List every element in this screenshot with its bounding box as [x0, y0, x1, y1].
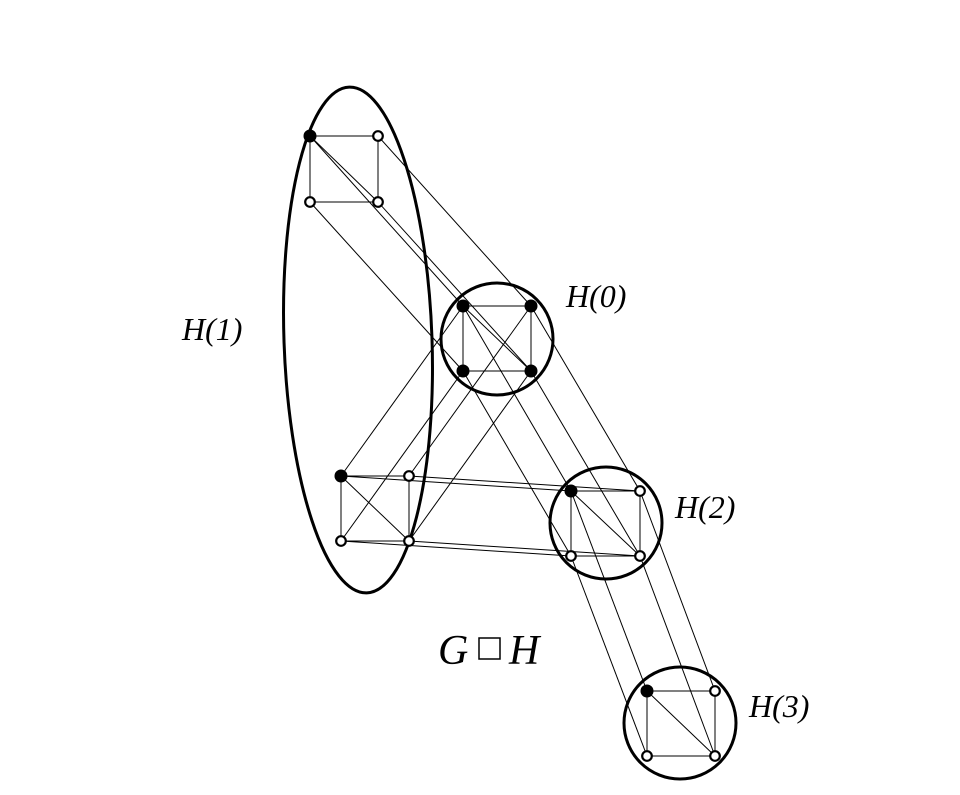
product-edge-h0-h2-2	[462, 370, 572, 557]
h1a-vertex-3-open	[372, 196, 384, 208]
h0-vertex-1-filled	[524, 299, 538, 313]
box-product-icon	[478, 637, 501, 660]
product-edge-h1b-h0-3	[408, 370, 532, 542]
product-label-right: H	[508, 628, 542, 674]
h2-label: H(2)	[674, 489, 735, 525]
h0-label: H(0)	[565, 278, 626, 314]
h1b-vertex-0-filled	[334, 469, 348, 483]
h1a-vertex-2-open	[304, 196, 316, 208]
h3-label: H(3)	[748, 688, 809, 724]
product-edge-h2-h3-3	[639, 555, 716, 757]
product-edge-h0-h2-1	[530, 305, 641, 492]
h3-vertex-2-open	[641, 750, 653, 762]
h3-vertex-1-open	[709, 685, 721, 697]
h1b-vertex-1-open	[403, 470, 415, 482]
h2-vertex-0-filled	[564, 484, 578, 498]
product-edge-h1b-h2-1	[408, 475, 641, 492]
h3-vertex-3-open	[709, 750, 721, 762]
h0-vertex-2-filled	[456, 364, 470, 378]
product-edge-h1a-h0-0	[309, 135, 464, 307]
product-edge-h2-h3-0	[570, 490, 648, 692]
h1b-vertex-2-open	[335, 535, 347, 547]
h2-edge-diagonal	[570, 490, 641, 557]
h2-circle	[548, 465, 664, 581]
product-edge-h1b-h2-2	[340, 540, 572, 557]
h3-edge-diagonal	[646, 690, 716, 757]
h0-circle	[439, 281, 555, 397]
product-edge-h2-h3-1	[639, 490, 716, 692]
product-label-left: G	[438, 628, 468, 674]
group-outlines	[282, 85, 738, 781]
product-edge-h1b-h0-1	[408, 305, 532, 477]
h2-vertex-1-open	[634, 485, 646, 497]
product-edge-h2-h3-2	[570, 555, 648, 757]
h1a-edge-diagonal	[309, 135, 379, 203]
h2-vertex-3-open	[634, 550, 646, 562]
product-edge-h1b-h0-0	[340, 305, 464, 477]
graph-vertices	[303, 129, 721, 762]
h1a-vertex-1-open	[372, 130, 384, 142]
h1b-edge-diagonal	[340, 475, 410, 542]
h1b-vertex-3-open	[403, 535, 415, 547]
product-edge-h1a-h0-3	[377, 201, 532, 372]
h1-ellipse	[282, 85, 434, 595]
product-edge-h1a-h0-2	[309, 201, 464, 372]
h1a-vertex-0-filled	[303, 129, 317, 143]
product-label: G H	[438, 628, 542, 674]
product-edge-h0-h2-0	[462, 305, 572, 492]
h2-vertex-2-open	[565, 550, 577, 562]
h0-vertex-0-filled	[456, 299, 470, 313]
h0-edge-diagonal	[462, 305, 532, 372]
graph-edges	[309, 135, 716, 757]
h0-vertex-3-filled	[524, 364, 538, 378]
h3-circle	[622, 665, 738, 781]
h3-vertex-0-filled	[640, 684, 654, 698]
h1-label: H(1)	[181, 311, 242, 347]
product-edge-h1b-h0-2	[340, 370, 464, 542]
product-edge-h1b-h2-3	[408, 540, 641, 557]
product-edge-h1b-h2-0	[340, 475, 572, 492]
product-edge-h1a-h0-1	[377, 135, 532, 307]
product-edge-h0-h2-3	[530, 370, 641, 557]
